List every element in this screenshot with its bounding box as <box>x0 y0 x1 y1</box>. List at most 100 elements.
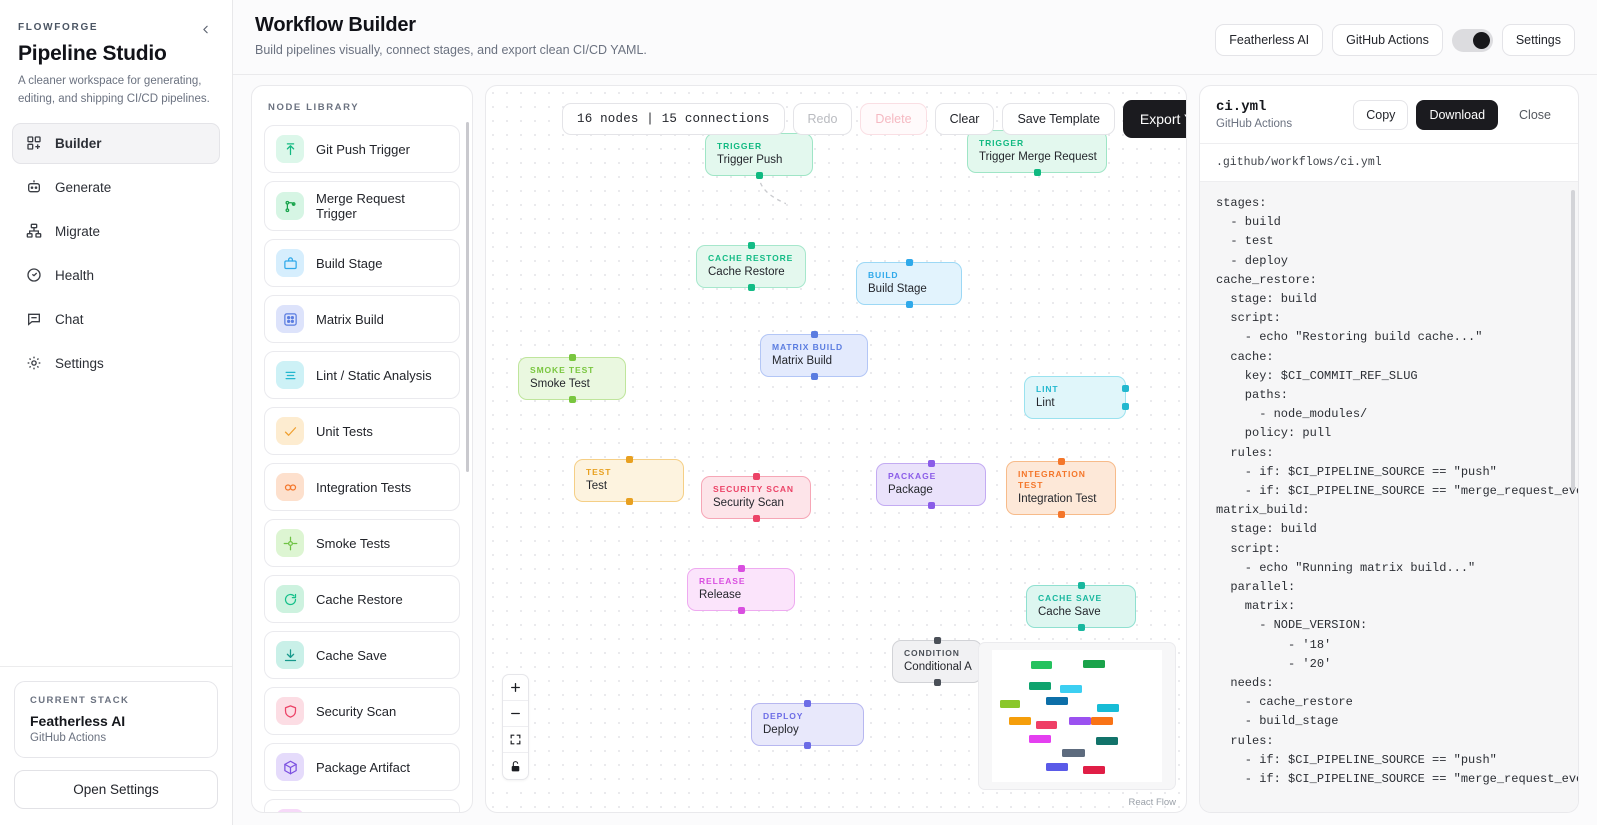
zoom-out-icon[interactable] <box>503 701 528 727</box>
export-yaml-button[interactable]: Export YAML <box>1122 100 1186 138</box>
close-button[interactable]: Close <box>1506 99 1564 130</box>
collapse-sidebar-icon[interactable] <box>196 20 214 38</box>
download-button[interactable]: Download <box>1416 99 1499 130</box>
minimap-node <box>1096 737 1118 745</box>
node-handle[interactable] <box>810 331 818 338</box>
node-handle[interactable] <box>737 607 745 615</box>
library-item-label: Security Scan <box>316 703 397 719</box>
zoom-in-icon[interactable] <box>503 675 528 701</box>
library-item-lint-static-analysis[interactable]: Lint / Static Analysis <box>264 351 460 399</box>
redo-button[interactable]: Redo <box>792 103 853 135</box>
current-stack-label: CURRENT STACK <box>30 695 130 706</box>
node-handle[interactable] <box>905 301 913 309</box>
library-item-release[interactable]: Release <box>264 799 460 812</box>
node-handle[interactable] <box>927 502 935 510</box>
node-handle[interactable] <box>1057 458 1065 465</box>
target-icon <box>276 529 304 557</box>
theme-toggle[interactable] <box>1451 28 1493 52</box>
page-subtitle: Build pipelines visually, connect stages… <box>255 43 647 57</box>
library-item-label: Package Artifact <box>316 759 410 775</box>
library-item-integration-tests[interactable]: Integration Tests <box>264 463 460 511</box>
sidebar-item-settings[interactable]: Settings <box>12 343 220 384</box>
library-item-cache-save[interactable]: Cache Save <box>264 631 460 679</box>
node-label: Security Scan <box>713 497 784 510</box>
node-label: Conditional A <box>904 661 972 674</box>
copy-button[interactable]: Copy <box>1353 99 1409 130</box>
sidebar-item-generate[interactable]: Generate <box>12 167 220 208</box>
library-item-security-scan[interactable]: Security Scan <box>264 687 460 735</box>
library-item-package-artifact[interactable]: Package Artifact <box>264 743 460 791</box>
node-handle[interactable] <box>625 456 633 463</box>
minimap[interactable] <box>978 642 1176 790</box>
library-item-unit-tests[interactable]: Unit Tests <box>264 407 460 455</box>
node-label: Build Stage <box>868 283 927 296</box>
node-handle[interactable] <box>804 742 811 750</box>
node-handle[interactable] <box>752 473 760 480</box>
node-handle[interactable] <box>1077 624 1085 632</box>
minimap-node <box>1062 749 1085 757</box>
node-handle[interactable] <box>625 498 633 506</box>
current-stack-engine: GitHub Actions <box>30 732 107 744</box>
yaml-scrollbar[interactable] <box>1571 190 1575 490</box>
library-item-matrix-build[interactable]: Matrix Build <box>264 295 460 343</box>
sidebar-item-builder[interactable]: Builder <box>12 122 220 164</box>
node-handle[interactable] <box>1077 582 1085 589</box>
save-template-button[interactable]: Save Template <box>1002 103 1115 135</box>
node-handle[interactable] <box>933 679 941 687</box>
node-handle[interactable] <box>933 637 941 644</box>
library-item-build-stage[interactable]: Build Stage <box>264 239 460 287</box>
node-handle[interactable] <box>1057 511 1065 519</box>
library-item-cache-restore[interactable]: Cache Restore <box>264 575 460 623</box>
yaml-code-body[interactable]: stages: - build - test - deploy cache_re… <box>1200 182 1578 812</box>
node-handle[interactable] <box>905 259 913 266</box>
node-handle[interactable] <box>752 515 760 523</box>
react-flow-attribution[interactable]: React Flow <box>1128 797 1176 808</box>
open-settings-button[interactable]: Open Settings <box>14 770 218 809</box>
node-handle[interactable] <box>1122 403 1129 411</box>
node-handle[interactable] <box>747 284 755 292</box>
engine-pill[interactable]: GitHub Actions <box>1332 24 1443 56</box>
sidebar-item-health[interactable]: Health <box>12 255 220 296</box>
node-handle[interactable] <box>1033 169 1041 177</box>
library-item-smoke-tests[interactable]: Smoke Tests <box>264 519 460 567</box>
sidebar-item-chat[interactable]: Chat <box>12 299 220 340</box>
lock-icon[interactable] <box>503 753 528 779</box>
node-handle[interactable] <box>927 460 935 467</box>
node-handle[interactable] <box>747 242 755 249</box>
node-handle[interactable] <box>810 373 818 381</box>
sidebar-item-label: Builder <box>55 135 102 151</box>
settings-button[interactable]: Settings <box>1501 24 1575 56</box>
library-item-merge-request-trigger[interactable]: Merge Request Trigger <box>264 181 460 231</box>
node-handle[interactable] <box>804 700 811 707</box>
node-handle[interactable] <box>737 565 745 572</box>
clear-button[interactable]: Clear <box>934 103 995 135</box>
library-item-git-push-trigger[interactable]: Git Push Trigger <box>264 125 460 173</box>
library-scrollbar[interactable] <box>466 122 469 472</box>
sidebar-item-migrate[interactable]: Migrate <box>12 211 220 252</box>
delete-button[interactable]: Delete <box>860 103 927 135</box>
fit-view-icon[interactable] <box>503 727 528 753</box>
studio-title: Pipeline Studio <box>18 42 167 65</box>
node-handle[interactable] <box>568 354 576 361</box>
provider-pill[interactable]: Featherless AI <box>1215 24 1324 56</box>
node-handle[interactable] <box>1122 385 1129 392</box>
node-handle[interactable] <box>568 396 576 404</box>
infinity-icon <box>276 473 304 501</box>
node-handle[interactable] <box>755 172 763 180</box>
